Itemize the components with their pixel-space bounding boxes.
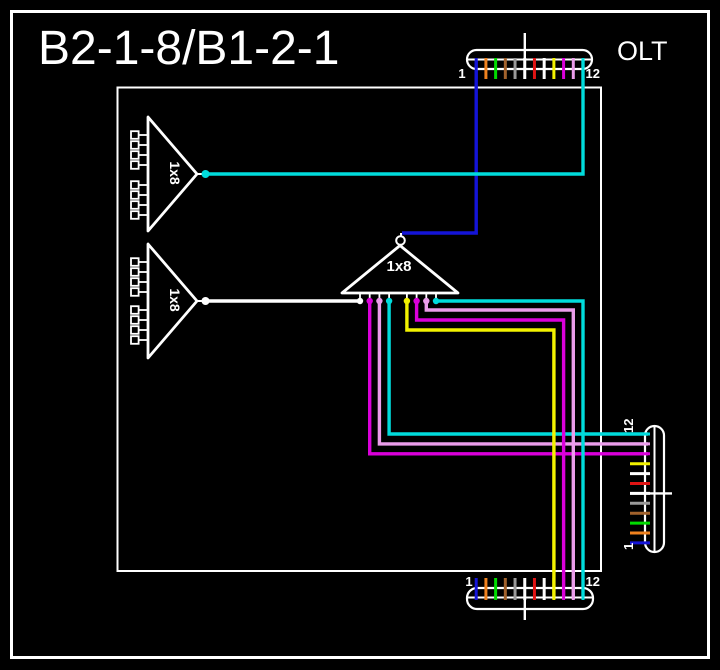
top-connector-label-1: 1 — [458, 66, 465, 81]
olt-label: OLT — [617, 36, 668, 66]
splitter-1x8-b[interactable]: 1x8 — [130, 242, 210, 360]
splitter-c-port-7[interactable] — [423, 297, 430, 305]
splitter-a-port-1[interactable] — [130, 130, 140, 140]
splitter-b-port-4[interactable] — [130, 287, 140, 297]
wire-branch-bottom-port-12[interactable] — [436, 299, 585, 599]
splitter-a-port-7[interactable] — [130, 200, 140, 210]
splitter-b-port-8[interactable] — [130, 335, 140, 345]
splitter-1x8-c[interactable]: 1x8 — [340, 233, 460, 305]
wire-branch-bottom-port-11[interactable] — [424, 301, 575, 599]
wire-branch-bottom-port-10[interactable] — [414, 301, 566, 599]
page-title: B2-1-8/B1-2-1 — [38, 22, 339, 75]
wire-olt-feed[interactable] — [402, 59, 478, 235]
splitter-c-uplink-port[interactable] — [395, 235, 406, 246]
splitter-b-port-5[interactable] — [130, 305, 140, 315]
splitter-c-port-1[interactable] — [356, 297, 364, 305]
splitter-a-port-8[interactable] — [130, 210, 140, 220]
splitter-a-port-4[interactable] — [130, 160, 140, 170]
right-connector[interactable]: 12 1 — [621, 419, 672, 554]
wire-branch-right-port-11[interactable] — [377, 301, 648, 446]
splitter-c-port-3[interactable] — [376, 297, 383, 305]
bottom-connector-label-1: 1 — [465, 574, 472, 589]
inner-box — [116, 86, 602, 572]
splitter-c-body[interactable] — [340, 244, 460, 295]
bottom-connector[interactable]: 1 12 — [465, 574, 600, 620]
splitter-c-port-4[interactable] — [385, 297, 393, 305]
splitter-b-port-3[interactable] — [130, 277, 140, 287]
splitter-a-port-6[interactable] — [130, 190, 140, 200]
splitter-c-port-2[interactable] — [366, 297, 373, 305]
splitter-a-body[interactable] — [146, 115, 199, 233]
splitter-b-port-2[interactable] — [130, 267, 140, 277]
right-connector-fibers — [630, 432, 650, 545]
splitter-c-port-6[interactable] — [413, 297, 420, 305]
splitter-a-uplink-port[interactable] — [201, 170, 210, 178]
splitter-b-label: 1x8 — [167, 288, 183, 312]
wire-branch-right-port-12[interactable] — [387, 301, 648, 436]
right-connector-label-1: 1 — [621, 543, 636, 550]
splitter-b-output-stubs — [130, 257, 149, 345]
splitter-c-label: 1x8 — [386, 258, 411, 275]
splitter-b-port-1[interactable] — [130, 257, 140, 267]
splitter-b-port-7[interactable] — [130, 325, 140, 335]
splitter-c-port-8[interactable] — [432, 297, 440, 305]
splitter-c-output-stubs — [356, 293, 440, 305]
splitter-a-output-stubs — [130, 130, 149, 220]
splitter-1x8-a[interactable]: 1x8 — [130, 115, 210, 233]
wire-branch-bottom-port-9[interactable] — [405, 301, 556, 599]
bottom-connector-fibers — [474, 578, 585, 600]
splitter-a-label: 1x8 — [167, 161, 183, 185]
wire-splitter-a-uplink[interactable] — [206, 59, 585, 176]
splitter-c-port-5[interactable] — [403, 297, 411, 305]
splitter-b-body[interactable] — [146, 242, 199, 360]
wires-layer — [206, 59, 648, 599]
splitter-a-port-3[interactable] — [130, 150, 140, 160]
top-connector-fibers — [474, 58, 585, 79]
top-connector[interactable]: 1 12 — [458, 33, 600, 81]
outer-border — [10, 10, 710, 659]
right-connector-label-12: 12 — [621, 419, 636, 433]
top-connector-label-12: 12 — [586, 66, 600, 81]
splitter-b-uplink-port[interactable] — [201, 297, 210, 305]
splitter-b-port-6[interactable] — [130, 315, 140, 325]
wire-branch-right-port-10[interactable] — [368, 301, 648, 456]
splitter-a-port-5[interactable] — [130, 180, 140, 190]
bottom-connector-label-12: 12 — [586, 574, 600, 589]
splitter-a-port-2[interactable] — [130, 140, 140, 150]
